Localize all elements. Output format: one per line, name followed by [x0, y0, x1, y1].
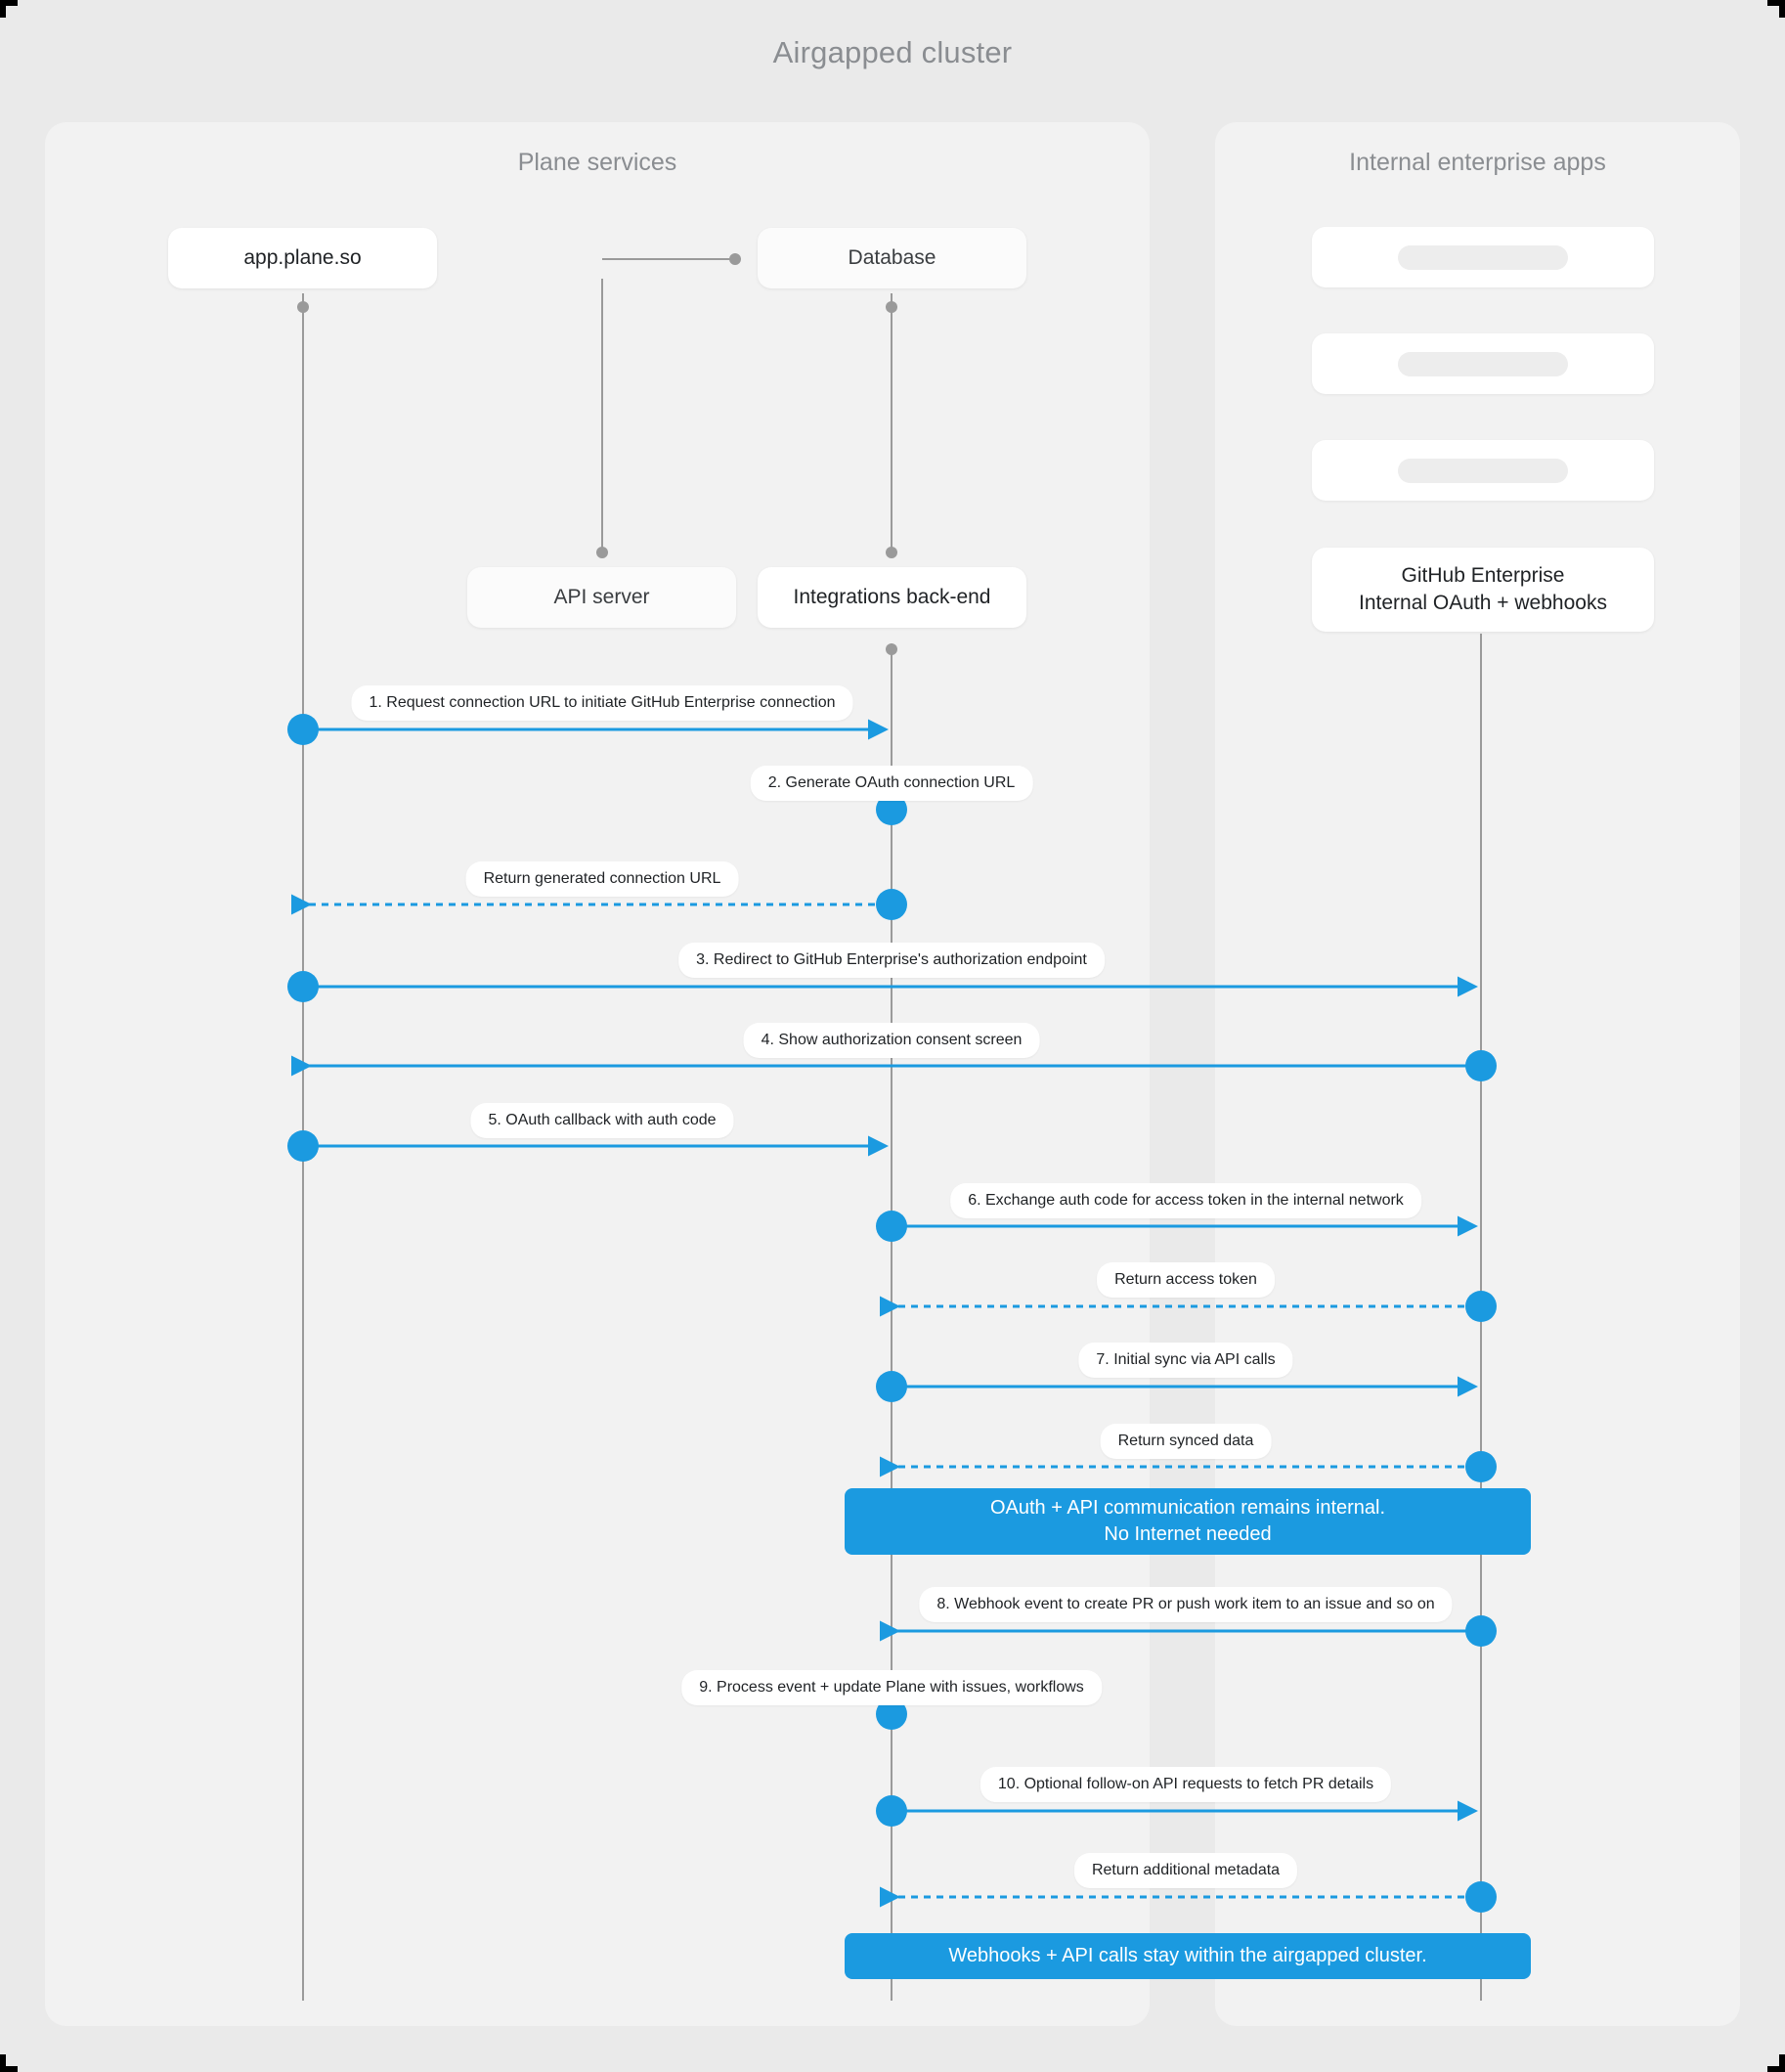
message-label-10: Return synced data: [1100, 1424, 1272, 1459]
message-label-13: 10. Optional follow-on API requests to f…: [980, 1767, 1392, 1802]
message-dot-10: [1465, 1451, 1497, 1482]
message-label-12: 9. Process event + update Plane with iss…: [681, 1670, 1102, 1705]
message-dot-1: [287, 714, 319, 745]
message-label-1: 1. Request connection URL to initiate Gi…: [351, 685, 853, 721]
node-app-plane-so[interactable]: app.plane.so: [168, 228, 437, 288]
message-label-9: 7. Initial sync via API calls: [1078, 1343, 1293, 1378]
message-dot-4: [287, 971, 319, 1002]
note-oauth-internal: OAuth + API communication remains intern…: [845, 1488, 1531, 1555]
note-oauth-internal-line1: OAuth + API communication remains intern…: [989, 1497, 1386, 1519]
message-dot-6: [287, 1130, 319, 1162]
skeleton-bar: [1398, 458, 1568, 483]
node-github-enterprise-line1: GitHub Enterprise: [1401, 563, 1565, 587]
message-dot-5: [1465, 1050, 1497, 1081]
panel-plane-services: [45, 122, 1150, 2026]
skeleton-bar: [1398, 351, 1568, 376]
message-dot-11: [1465, 1615, 1497, 1647]
node-placeholder-app-1[interactable]: [1312, 227, 1654, 287]
node-placeholder-app-2[interactable]: [1312, 333, 1654, 394]
message-dot-3: [876, 889, 907, 920]
panel-title-internal-enterprise: Internal enterprise apps: [1349, 149, 1606, 176]
node-integrations-backend[interactable]: Integrations back-end: [758, 567, 1026, 628]
message-label-6: 5. OAuth callback with auth code: [470, 1103, 734, 1138]
node-github-enterprise-line2: Internal OAuth + webhooks: [1359, 592, 1607, 614]
note-oauth-internal-line2: No Internet needed: [1104, 1523, 1272, 1545]
skeleton-bar: [1398, 244, 1568, 270]
note-airgapped: Webhooks + API calls stay within the air…: [845, 1933, 1531, 1979]
node-database[interactable]: Database: [758, 228, 1026, 288]
message-dot-12: [876, 1698, 907, 1730]
message-dot-7: [876, 1211, 907, 1242]
message-dot-2: [876, 794, 907, 825]
page-title: Airgapped cluster: [772, 35, 1013, 69]
node-api-server[interactable]: API server: [467, 567, 736, 628]
message-label-14: Return additional metadata: [1073, 1853, 1298, 1888]
panel-title-plane-services: Plane services: [517, 149, 677, 176]
message-label-11: 8. Webhook event to create PR or push wo…: [919, 1587, 1453, 1622]
node-placeholder-app-3[interactable]: [1312, 440, 1654, 501]
message-dot-14: [1465, 1881, 1497, 1913]
message-dot-13: [876, 1795, 907, 1827]
message-dot-8: [1465, 1291, 1497, 1322]
message-label-2: 2. Generate OAuth connection URL: [750, 766, 1033, 801]
message-label-3: Return generated connection URL: [465, 861, 739, 897]
message-dot-9: [876, 1371, 907, 1402]
message-label-8: Return access token: [1097, 1262, 1275, 1298]
message-label-5: 4. Show authorization consent screen: [743, 1023, 1040, 1058]
node-github-enterprise[interactable]: GitHub Enterprise Internal OAuth + webho…: [1312, 548, 1654, 632]
message-label-7: 6. Exchange auth code for access token i…: [950, 1183, 1421, 1218]
message-label-4: 3. Redirect to GitHub Enterprise's autho…: [678, 943, 1105, 978]
